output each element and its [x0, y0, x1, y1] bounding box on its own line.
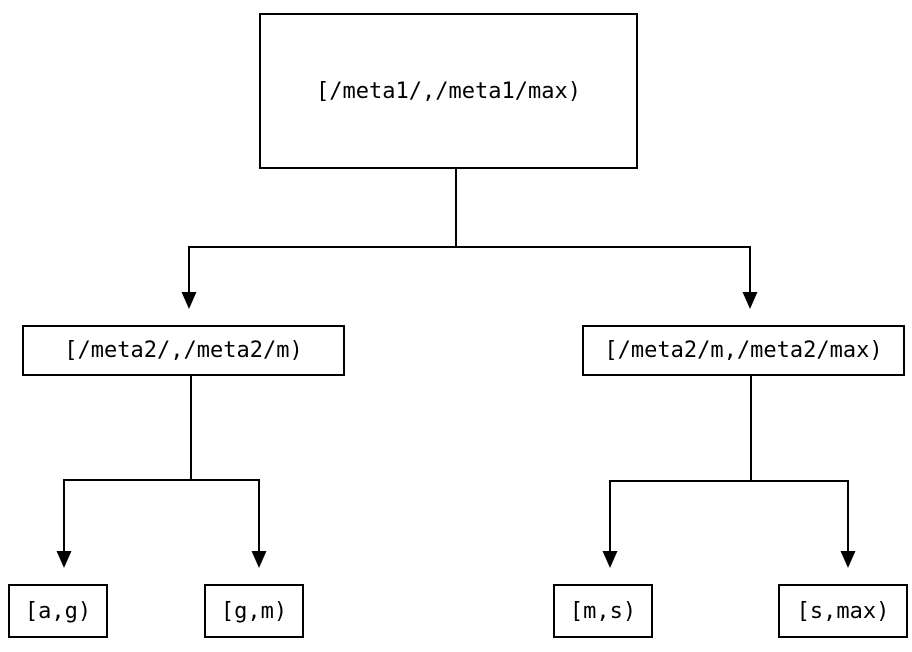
arrowhead-leaf-gm — [251, 551, 267, 568]
node-root-label: [/meta1/,/meta1/max) — [316, 78, 581, 104]
node-root-meta1-range: [/meta1/,/meta1/max) — [259, 13, 638, 169]
node-meta2-low-range: [/meta2/,/meta2/m) — [22, 325, 345, 376]
edge-meta2-low-trunk — [64, 376, 259, 481]
arrowhead-leaf-ag — [56, 551, 72, 568]
node-meta2-high-label: [/meta2/m,/meta2/max) — [604, 338, 883, 363]
arrowhead-meta2-high — [742, 292, 758, 309]
node-leaf-g-m-label: [g,m) — [220, 598, 288, 624]
node-leaf-m-s-label: [m,s) — [569, 598, 637, 624]
node-leaf-a-g: [a,g) — [8, 584, 108, 638]
node-meta2-low-label: [/meta2/,/meta2/m) — [64, 338, 303, 363]
node-meta2-high-range: [/meta2/m,/meta2/max) — [582, 325, 905, 376]
node-leaf-s-max-label: [s,max) — [796, 598, 890, 624]
edge-meta2-high-trunk — [610, 376, 848, 482]
node-leaf-m-s: [m,s) — [553, 584, 653, 638]
node-leaf-a-g-label: [a,g) — [24, 598, 92, 624]
edge-root-trunk — [189, 169, 750, 248]
node-leaf-g-m: [g,m) — [204, 584, 304, 638]
node-leaf-s-max: [s,max) — [778, 584, 908, 638]
arrowhead-leaf-smax — [840, 551, 856, 568]
arrowhead-meta2-low — [181, 292, 197, 309]
arrowhead-leaf-ms — [602, 551, 618, 568]
